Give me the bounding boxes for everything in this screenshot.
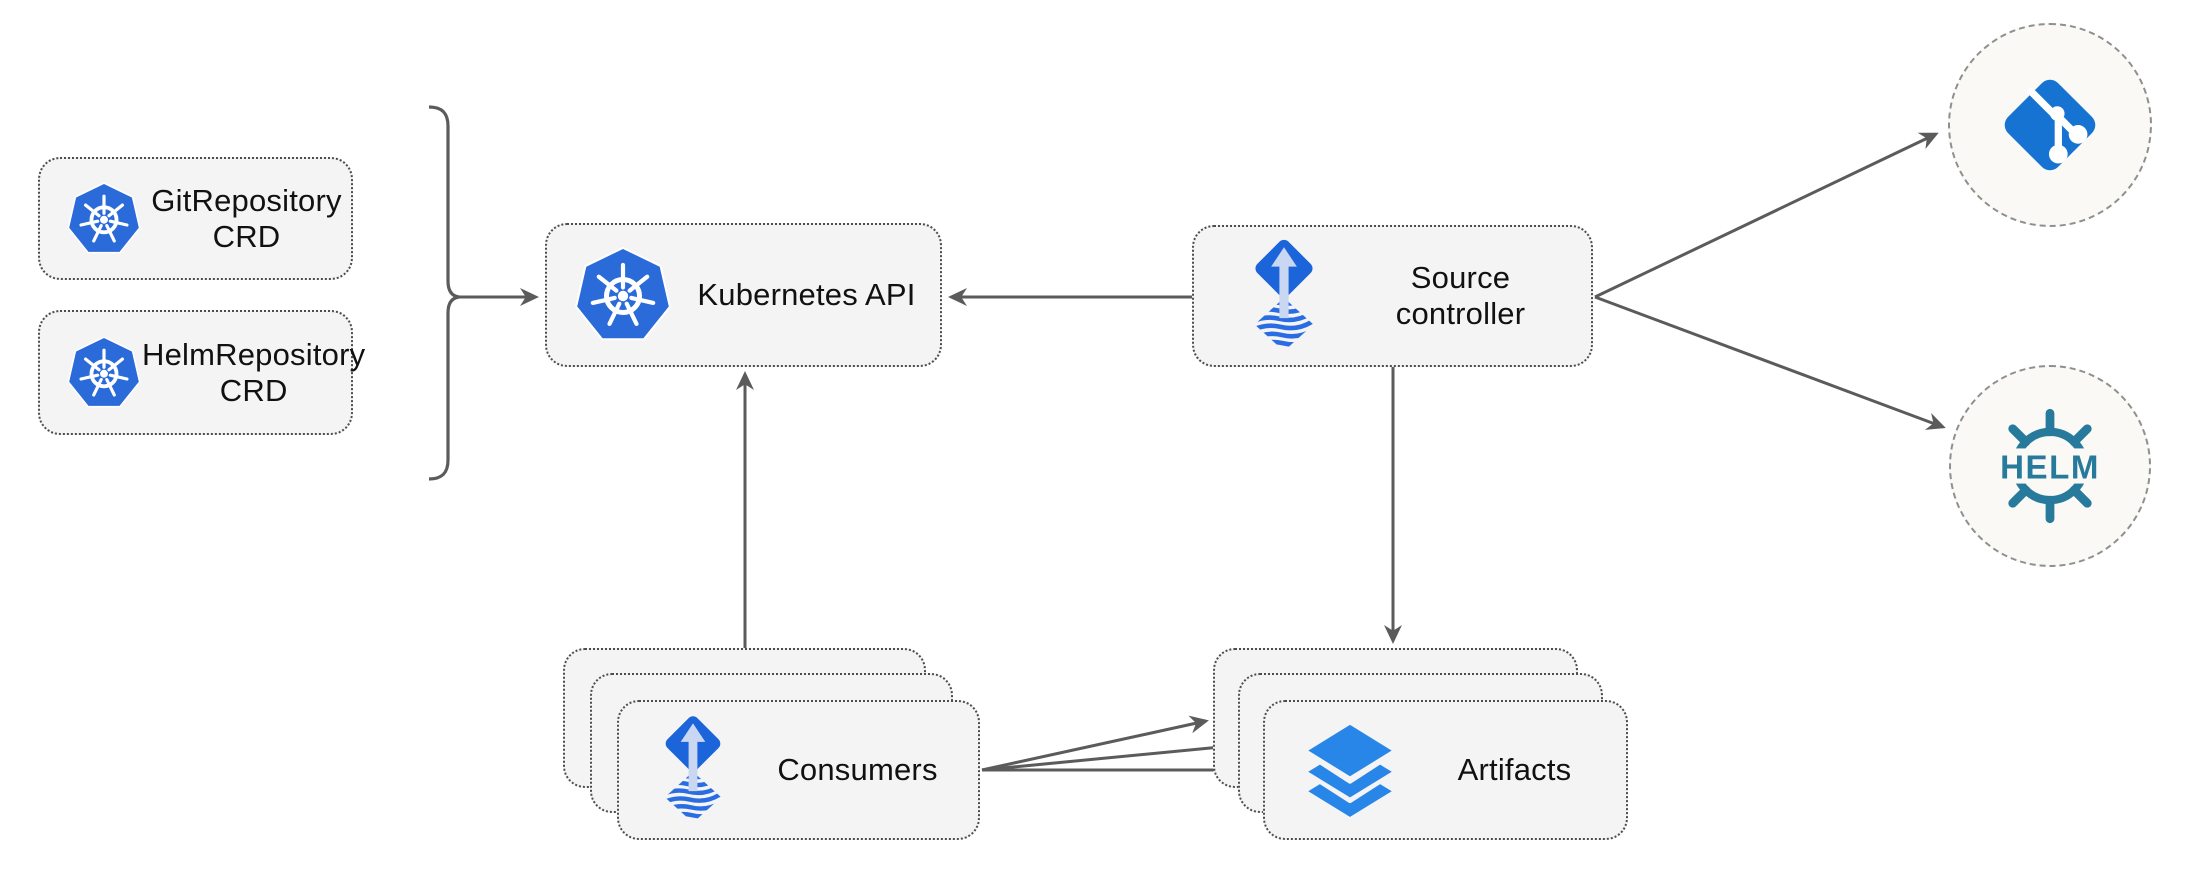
node-label: Artifacts — [1457, 752, 1572, 788]
node-helm-endpoint: HELM — [1949, 365, 2151, 567]
node-label: Consumers — [777, 752, 938, 788]
node-git-endpoint — [1948, 23, 2152, 227]
node-consumers-stack: Consumers — [563, 648, 980, 840]
edge-source-to-git — [1594, 132, 1939, 299]
crd-group-bracket — [428, 105, 460, 481]
edge-consumers-to-artifacts-2 — [981, 738, 1234, 772]
node-label: Kubernetes API — [697, 277, 916, 313]
edge-source-to-helm — [1594, 295, 1946, 430]
node-source-controller: Source controller — [1192, 225, 1593, 367]
node-kubernetes-api: Kubernetes API — [545, 223, 942, 367]
node-artifacts-stack: Artifacts — [1213, 648, 1628, 840]
helm-logo-text: HELM — [2000, 449, 2100, 486]
node-label: HelmRepository CRD — [142, 336, 366, 408]
node-label: Source controller — [1395, 260, 1526, 331]
node-helm-repository-crd: HelmRepository CRD — [38, 310, 365, 435]
layers-icon — [1297, 717, 1403, 823]
node-git-repository-crd: GitRepository CRD — [38, 157, 353, 280]
kubernetes-icon — [573, 245, 673, 345]
node-label: GitRepository CRD — [151, 182, 342, 254]
flux-source-icon — [1238, 239, 1330, 353]
helm-icon: HELM — [1988, 404, 2112, 528]
edge-consumers-to-artifacts-1 — [981, 715, 1209, 772]
node-consumers: Consumers — [617, 700, 980, 840]
git-icon — [1998, 73, 2102, 177]
flux-source-icon — [649, 715, 737, 825]
node-artifacts: Artifacts — [1263, 700, 1628, 840]
kubernetes-icon — [66, 181, 142, 257]
kubernetes-icon — [66, 335, 142, 411]
